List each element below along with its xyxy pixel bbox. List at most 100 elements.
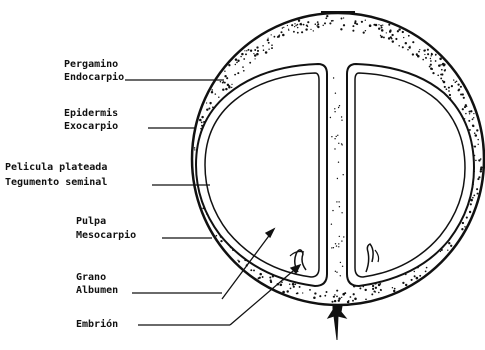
stipple-dot xyxy=(375,24,378,27)
stipple-dot xyxy=(199,119,202,122)
stipple-dot xyxy=(427,49,429,51)
label-pelicula-1: Pelicula plateada xyxy=(5,161,107,173)
stipple-dot xyxy=(224,70,225,71)
stipple-dot xyxy=(270,279,272,281)
stipple-dot xyxy=(402,31,404,33)
stipple-dot xyxy=(289,284,290,285)
stipple-dot xyxy=(317,26,319,28)
stipple-dot xyxy=(455,81,457,83)
stipple-dot xyxy=(472,124,474,126)
stipple-dot xyxy=(223,81,224,82)
stipple-dot xyxy=(294,283,296,285)
stipple-dot xyxy=(228,64,230,66)
stipple-dot xyxy=(365,30,366,31)
stipple-dot xyxy=(248,49,250,51)
stipple-dot xyxy=(326,15,328,17)
stipple-dot xyxy=(303,24,305,26)
stipple-dot xyxy=(397,30,399,32)
stipple-dot xyxy=(299,286,301,288)
stipple-dot xyxy=(447,250,448,251)
stipple-dot xyxy=(464,226,466,228)
stipple-dot xyxy=(309,289,311,291)
stipple-dot xyxy=(403,37,404,38)
stipple-dot xyxy=(472,118,474,120)
stipple-dot xyxy=(335,93,336,94)
stipple-dot xyxy=(286,290,288,292)
stipple-dot xyxy=(334,108,335,109)
stipple-dot xyxy=(424,54,425,55)
stipple-dot xyxy=(380,36,382,38)
stipple-dot xyxy=(382,24,383,25)
stipple-dot xyxy=(336,245,337,246)
stipple-dot xyxy=(462,108,464,110)
stipple-dot xyxy=(451,85,453,87)
stipple-dot xyxy=(294,23,295,24)
stipple-dot xyxy=(280,31,282,33)
stipple-dot xyxy=(220,240,222,242)
stipple-dot xyxy=(442,80,444,82)
stipple-dot xyxy=(339,206,340,207)
stipple-dot xyxy=(292,283,295,286)
stipple-dot xyxy=(250,50,252,52)
label-epidermis-2: Exocarpio xyxy=(64,120,118,132)
stipple-dot xyxy=(361,21,363,23)
stipple-dot xyxy=(352,25,354,27)
stipple-dot xyxy=(333,77,334,78)
stipple-dot xyxy=(440,64,441,65)
stipple-dot xyxy=(378,24,379,25)
stipple-dot xyxy=(334,111,335,112)
stipple-dot xyxy=(282,34,285,37)
stipple-dot xyxy=(254,49,256,51)
stipple-dot xyxy=(364,289,366,291)
stipple-dot xyxy=(282,27,284,29)
stipple-dot xyxy=(402,282,404,284)
stipple-dot xyxy=(280,284,283,287)
stipple-dot xyxy=(456,81,457,82)
stipple-dot xyxy=(431,68,433,70)
stipple-dot xyxy=(265,51,268,54)
stipple-dot xyxy=(354,298,357,301)
stipple-dot xyxy=(242,66,244,68)
stipple-dot xyxy=(241,53,243,55)
stipple-dot xyxy=(432,72,434,74)
stipple-dot xyxy=(225,88,227,90)
stipple-dot xyxy=(435,54,437,56)
stipple-dot xyxy=(340,275,341,276)
stipple-dot xyxy=(325,17,327,19)
stipple-dot xyxy=(394,288,396,290)
stipple-dot xyxy=(350,296,352,298)
stipple-dot xyxy=(470,110,472,112)
stipple-dot xyxy=(372,285,374,287)
stipple-dot xyxy=(398,28,400,30)
stipple-dot xyxy=(314,292,316,294)
stipple-dot xyxy=(220,81,221,82)
stipple-dot xyxy=(412,41,414,43)
stipple-dot xyxy=(380,289,382,291)
stipple-dot xyxy=(211,89,213,91)
stipple-dot xyxy=(375,287,377,289)
stipple-dot xyxy=(271,34,272,35)
stipple-dot xyxy=(427,53,429,55)
stipple-dot xyxy=(294,26,295,27)
stipple-dot xyxy=(340,262,341,263)
stipple-dot xyxy=(254,58,255,59)
stipple-dot xyxy=(245,53,247,55)
stipple-dot xyxy=(216,235,218,237)
stipple-dot xyxy=(331,247,332,248)
stipple-dot xyxy=(469,113,470,114)
stipple-dot xyxy=(238,60,239,61)
stipple-dot xyxy=(460,86,462,88)
stipple-dot xyxy=(293,286,295,288)
stipple-dot xyxy=(339,105,340,106)
stipple-dot xyxy=(211,91,213,93)
stipple-dot xyxy=(390,29,392,31)
stipple-dot xyxy=(378,284,381,287)
stipple-dot xyxy=(343,24,345,26)
stipple-dot xyxy=(473,195,475,197)
stipple-dot xyxy=(238,261,240,263)
label-pulpa-1: Pulpa xyxy=(76,216,106,227)
stipple-dot xyxy=(430,64,432,66)
stipple-dot xyxy=(257,50,259,52)
stipple-dot xyxy=(450,245,452,247)
stipple-dot xyxy=(194,149,195,150)
